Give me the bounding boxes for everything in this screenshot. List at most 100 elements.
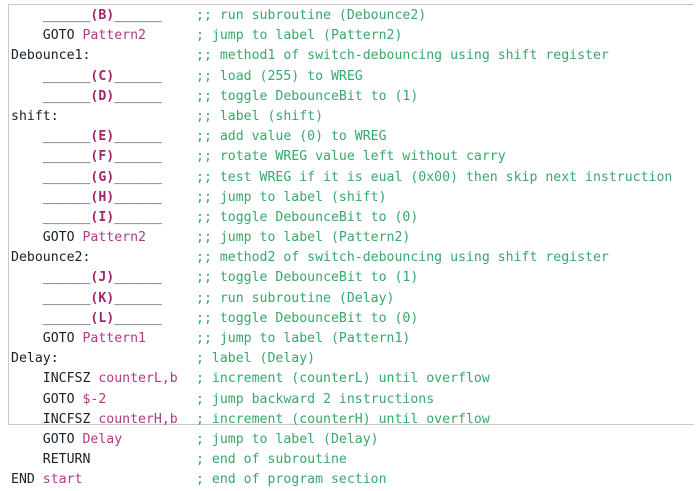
instruction-mnemonic: GOTO bbox=[42, 391, 83, 407]
instruction-mnemonic: GOTO bbox=[42, 431, 83, 447]
indent bbox=[11, 392, 43, 407]
code-line[interactable]: GOTO $-2; jump backward 2 instructions bbox=[11, 390, 695, 410]
code-line[interactable]: ______(D)______;; toggle DebounceBit to … bbox=[11, 87, 695, 107]
code-column: GOTO Pattern2 bbox=[11, 26, 196, 46]
indent bbox=[11, 89, 43, 104]
blank-fill-left[interactable]: ______ bbox=[42, 8, 91, 23]
blank-fill-left[interactable]: ______ bbox=[42, 270, 91, 286]
blank-fill-left[interactable]: ______ bbox=[42, 129, 91, 145]
code-column: Debounce2: bbox=[11, 248, 196, 268]
code-line[interactable]: Delay:; label (Delay) bbox=[11, 349, 695, 369]
blank-fill-right[interactable]: ______ bbox=[114, 88, 162, 104]
blank-letter-marker: (D) bbox=[90, 88, 115, 104]
code-line[interactable]: ______(E)______;; add value (0) to WREG bbox=[11, 127, 695, 147]
code-line[interactable]: RETURN ; end of subroutine bbox=[11, 450, 695, 470]
code-comment: ;; method2 of switch-debouncing using sh… bbox=[196, 250, 609, 266]
blank-fill-right[interactable]: ______ bbox=[114, 8, 162, 23]
blank-letter-marker: (J) bbox=[90, 270, 115, 286]
code-line[interactable]: shift: ;; label (shift) bbox=[11, 107, 695, 127]
code-line[interactable]: ______(G)______;; test WREG if it is eua… bbox=[11, 168, 695, 188]
code-comment: ;; toggle DebounceBit to (0) bbox=[196, 310, 419, 326]
blank-fill-right[interactable]: ______ bbox=[114, 68, 162, 84]
code-line[interactable]: ______(L)______;; toggle DebounceBit to … bbox=[11, 309, 695, 329]
instruction-mnemonic: GOTO bbox=[42, 230, 83, 246]
code-comment: ;; toggle DebounceBit to (0) bbox=[196, 209, 419, 225]
code-comment: ;; jump to label (Pattern2) bbox=[196, 230, 411, 246]
code-column: ______(K)______ bbox=[11, 289, 196, 309]
blank-fill-right[interactable]: ______ bbox=[114, 149, 162, 165]
blank-letter-marker: (C) bbox=[90, 68, 115, 84]
blank-fill-right[interactable]: ______ bbox=[114, 270, 162, 286]
blank-fill-left[interactable]: ______ bbox=[42, 68, 91, 84]
blank-fill-right[interactable]: ______ bbox=[114, 189, 162, 205]
indent bbox=[11, 452, 43, 467]
blank-fill-left[interactable]: ______ bbox=[42, 88, 91, 104]
code-column: ______(L)______ bbox=[11, 309, 196, 329]
code-line[interactable]: GOTO Delay; jump to label (Delay) bbox=[11, 430, 695, 450]
blank-fill-right[interactable]: ______ bbox=[114, 209, 162, 225]
code-line[interactable]: ______(F)______;; rotate WREG value left… bbox=[11, 147, 695, 167]
code-column: ______(I)______ bbox=[11, 208, 196, 228]
code-line[interactable]: ______(K)______;; run subroutine (Delay) bbox=[11, 289, 695, 309]
code-line[interactable]: ______(J)______ ;; toggle DebounceBit to … bbox=[11, 268, 695, 288]
blank-letter-marker: (E) bbox=[90, 129, 115, 145]
code-comment: ; end of program section bbox=[196, 472, 387, 488]
code-column: GOTO Pattern1 bbox=[11, 329, 196, 349]
code-comment: ;; jump to label (shift) bbox=[196, 189, 387, 205]
code-label: shift: bbox=[11, 108, 59, 124]
code-line[interactable]: Debounce1:;; method1 of switch-debouncin… bbox=[11, 46, 695, 66]
instruction-mnemonic: RETURN bbox=[42, 452, 91, 468]
code-column: shift: bbox=[11, 107, 196, 127]
blank-fill-left[interactable]: ______ bbox=[42, 169, 91, 185]
code-column: GOTO Delay bbox=[11, 430, 196, 450]
indent bbox=[11, 311, 43, 326]
code-line[interactable]: GOTO Pattern1;; jump to label (Pattern1) bbox=[11, 329, 695, 349]
code-column: GOTO $-2 bbox=[11, 390, 196, 410]
code-column: ______(G)______ bbox=[11, 168, 196, 188]
code-comment: ;; toggle DebounceBit to (1) bbox=[196, 270, 419, 286]
blank-fill-right[interactable]: ______ bbox=[114, 290, 162, 306]
code-line[interactable]: Debounce2:;; method2 of switch-debouncin… bbox=[11, 248, 695, 268]
blank-fill-left[interactable]: ______ bbox=[42, 209, 91, 225]
instruction-operand: $-2 bbox=[82, 391, 107, 407]
blank-fill-left[interactable]: ______ bbox=[42, 310, 91, 326]
code-lines-container[interactable]: ______(B)______;; run subroutine (Deboun… bbox=[11, 6, 695, 491]
code-column: Debounce1: bbox=[11, 46, 196, 66]
code-comment: ;; run subroutine (Debounce2) bbox=[196, 8, 427, 23]
code-line[interactable]: END start ; end of program section bbox=[11, 470, 695, 490]
code-comment: ;; jump to label (Pattern1) bbox=[196, 331, 411, 346]
blank-fill-left[interactable]: ______ bbox=[42, 290, 91, 306]
code-comment: ;; run subroutine (Delay) bbox=[196, 290, 395, 306]
code-line[interactable]: GOTO Pattern2 ;; jump to label (Pattern2) bbox=[11, 228, 695, 248]
instruction-mnemonic: END bbox=[11, 472, 43, 488]
code-line[interactable]: ______(I)______;; toggle DebounceBit to … bbox=[11, 208, 695, 228]
instruction-operand: counterL,b bbox=[98, 371, 178, 387]
blank-fill-left[interactable]: ______ bbox=[42, 189, 91, 205]
code-comment: ; jump to label (Delay) bbox=[196, 431, 379, 447]
blank-fill-right[interactable]: ______ bbox=[114, 310, 162, 326]
code-line[interactable]: ______(C)______;; load (255) to WREG bbox=[11, 67, 695, 87]
instruction-operand: counterH,b bbox=[98, 411, 178, 427]
code-column: ______(D)______ bbox=[11, 87, 196, 107]
indent bbox=[11, 331, 43, 346]
code-comment: ;; label (shift) bbox=[196, 108, 324, 124]
blank-fill-right[interactable]: ______ bbox=[114, 169, 162, 185]
code-line[interactable]: INCFSZ counterL,b; increment (counterL) … bbox=[11, 369, 695, 389]
code-column: ______(B)______ bbox=[11, 6, 196, 26]
instruction-operand: start bbox=[42, 472, 83, 488]
code-column: INCFSZ counterH,b bbox=[11, 410, 196, 430]
code-comment: ; end of subroutine bbox=[196, 452, 347, 468]
code-line[interactable]: ______(B)______;; run subroutine (Deboun… bbox=[11, 6, 695, 26]
blank-fill-right[interactable]: ______ bbox=[114, 129, 162, 145]
blank-letter-marker: (K) bbox=[90, 290, 115, 306]
code-line[interactable]: GOTO Pattern2; jump to label (Pattern2) bbox=[11, 26, 695, 46]
code-line[interactable]: ______(H)______;; jump to label (shift) bbox=[11, 188, 695, 208]
code-comment: ; increment (counterH) until overflow bbox=[196, 411, 490, 427]
blank-fill-left[interactable]: ______ bbox=[42, 149, 91, 165]
indent bbox=[11, 412, 43, 427]
instruction-operand: Pattern2 bbox=[82, 230, 146, 246]
instruction-operand: Delay bbox=[82, 431, 123, 447]
code-line[interactable]: INCFSZ counterH,b; increment (counterH) … bbox=[11, 410, 695, 430]
code-column: ______(F)______ bbox=[11, 147, 196, 167]
indent bbox=[11, 270, 43, 285]
